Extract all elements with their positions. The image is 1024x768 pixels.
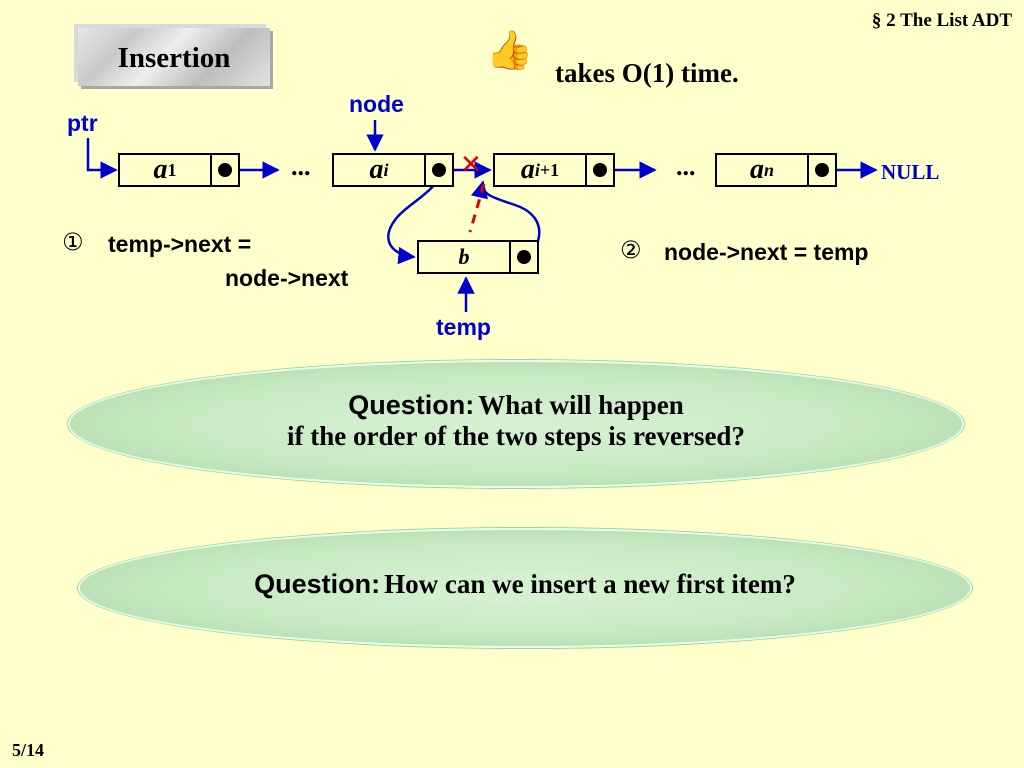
thumbs-up-icon: 👍 [486, 30, 534, 72]
ellipsis-1: ... [291, 152, 311, 181]
question2-ellipse: Question: How can we insert a new first … [78, 528, 972, 648]
complexity-note: takes O(1) time. [555, 58, 739, 88]
step1-line2: node->next [225, 265, 349, 291]
question1-line1: What will happen [478, 390, 684, 420]
ellipsis-2: ... [676, 152, 696, 181]
question2-label: Question: [254, 569, 381, 599]
cross-mark-icon: ✕ [460, 150, 482, 180]
node-a1-pointer [212, 155, 238, 185]
question1-label: Question: [348, 390, 475, 420]
step2-text: node->next = temp [664, 239, 869, 265]
title-box: Insertion [78, 28, 270, 86]
step1-marker: ① [62, 228, 84, 256]
node-ai-pointer [426, 155, 452, 185]
ptr-label: ptr [67, 110, 98, 136]
page-number: 5/14 [12, 740, 45, 760]
node-b-pointer [511, 242, 537, 272]
section-header: § 2 The List ADT [871, 10, 1012, 31]
node-ai1-pointer [587, 155, 613, 185]
null-label: NULL [881, 160, 940, 184]
node-b: b [417, 240, 539, 274]
ptr-arrow [86, 138, 118, 179]
red-dashed-line [468, 183, 486, 233]
temp-label: temp [436, 314, 491, 340]
question2-text: How can we insert a new first item? [384, 569, 796, 599]
node-an-pointer [809, 155, 835, 185]
step2-marker: ② [620, 236, 642, 264]
node-label: node [349, 91, 404, 117]
step1-line1: temp->next = [108, 231, 252, 257]
question1-line2: if the order of the two steps is reverse… [287, 421, 745, 451]
slide-title: Insertion [117, 42, 231, 74]
question1-ellipse: Question: What will happen if the order … [68, 360, 964, 488]
node-b-data: b [419, 242, 511, 272]
